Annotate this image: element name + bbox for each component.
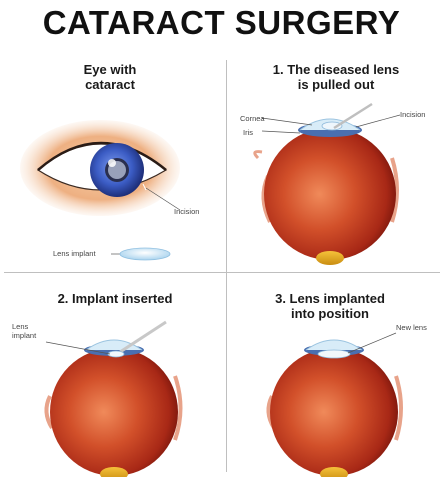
eyeball-panel-1 — [255, 104, 400, 265]
lens-implant-icon — [111, 248, 170, 260]
label-line: implant — [12, 331, 36, 340]
label-incision-side: Incision — [400, 110, 425, 119]
label-incision-front: Incision — [174, 207, 199, 216]
label-new-lens: New lens — [396, 323, 427, 332]
label-iris: Iris — [243, 128, 253, 137]
new-lens-shape — [318, 350, 350, 358]
eyeball-panel-2 — [46, 322, 181, 477]
cataract-eye-front-view — [20, 120, 180, 216]
label-cornea: Cornea — [240, 114, 265, 123]
eyeball-panel-3 — [268, 333, 401, 477]
label-lens-implant: Lens implant — [53, 249, 96, 258]
label-line: Lens — [12, 322, 36, 331]
label-lens-implant-inserted: Lens implant — [12, 322, 36, 340]
